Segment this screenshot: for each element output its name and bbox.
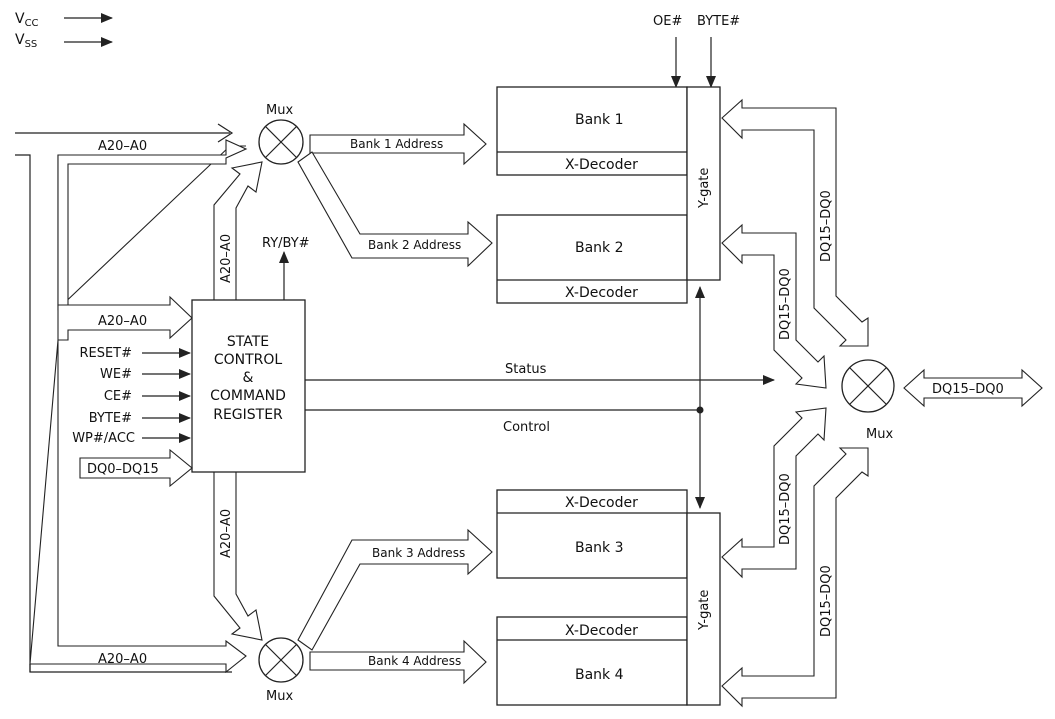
bank3-label: Bank 3	[575, 540, 624, 556]
addr-arrow-state-to-mux-top	[213, 161, 263, 301]
bank2-block	[496, 214, 688, 304]
bank2-address-label: Bank 2 Address	[368, 238, 461, 252]
bank3-xdecoder-label: X-Decoder	[565, 495, 638, 511]
databus-output-arrow	[903, 368, 1043, 408]
dq-input-label: DQ0–DQ15	[87, 462, 159, 477]
bank4-block	[496, 616, 688, 706]
addr-arrow-state-to-mux-bottom	[213, 471, 263, 641]
databus-bottom-outer	[721, 447, 869, 708]
ygate-top-block	[686, 86, 721, 281]
addr-arrow-state	[57, 295, 193, 341]
svg-text:VSS: VSS	[15, 32, 37, 50]
bank3-address-arrow	[297, 528, 493, 651]
mux-bottom-label: Mux	[266, 689, 293, 704]
status-label: Status	[505, 362, 547, 377]
bank2-xdecoder-label: X-Decoder	[565, 285, 638, 301]
pin-ce-label: CE#	[104, 389, 132, 404]
pin-wp-label: WP#/ACC	[72, 431, 135, 446]
address-label-top: A20–A0	[98, 139, 147, 154]
bank3-address-label: Bank 3 Address	[372, 546, 465, 560]
bank4-label: Bank 4	[575, 667, 624, 683]
oe-label: OE#	[653, 14, 682, 29]
databus-label-3: DQ15–DQ0	[778, 473, 793, 545]
mux-right-label: Mux	[866, 427, 893, 442]
ygate-top-label: Y-gate	[697, 168, 712, 209]
bank2-address-arrow	[297, 151, 493, 268]
addr-arrow-mux-top	[57, 139, 248, 306]
address-bus-left-line	[15, 154, 232, 673]
addr-arrow-mux-bottom	[29, 339, 247, 674]
pin-we-label: WE#	[100, 367, 132, 382]
bank3-block	[496, 489, 688, 579]
control-label: Control	[503, 420, 550, 435]
bank4-address-label: Bank 4 Address	[368, 654, 461, 668]
bank1-xdecoder-label: X-Decoder	[565, 157, 638, 173]
databus-top-outer	[721, 98, 869, 347]
address-label-bottom: A20–A0	[98, 652, 147, 667]
mux-bottom	[258, 637, 304, 683]
databus-label-1: DQ15–DQ0	[819, 190, 834, 262]
address-label-mid: A20–A0	[98, 314, 147, 329]
databus-bottom-inner	[721, 407, 827, 579]
byte-top-label: BYTE#	[697, 14, 740, 29]
vss-indicator: VSS	[15, 32, 113, 50]
databus-label-4: DQ15–DQ0	[819, 565, 834, 637]
address-vert-down-label: A20–A0	[219, 509, 234, 558]
state-control-block	[191, 299, 306, 473]
address-vert-up-label: A20–A0	[219, 234, 234, 283]
state-control-line2: CONTROL	[214, 352, 283, 368]
bank1-label: Bank 1	[575, 112, 624, 128]
bank4-address-arrow	[309, 639, 487, 685]
databus-top-inner	[721, 223, 827, 389]
pin-byte-label: BYTE#	[89, 411, 132, 426]
pin-reset-label: RESET#	[79, 346, 132, 361]
ygate-bottom-block	[686, 512, 721, 706]
rdy-label: RY/BY#	[262, 236, 310, 251]
state-control-line5: REGISTER	[213, 407, 283, 423]
databus-label-2: DQ15–DQ0	[778, 268, 793, 340]
bank1-address-arrow	[309, 122, 487, 166]
bank4-xdecoder-label: X-Decoder	[565, 623, 638, 639]
dq-input-arrow	[79, 448, 193, 488]
vcc-indicator: VCC	[15, 11, 113, 29]
state-control-line3: &	[243, 370, 254, 386]
state-control-line4: COMMAND	[210, 388, 286, 404]
state-control-line1: STATE	[227, 334, 269, 350]
ygate-bottom-label: Y-gate	[697, 590, 712, 631]
bank1-block	[496, 86, 688, 176]
mux-right	[841, 359, 895, 413]
mux-top-label: Mux	[266, 103, 293, 118]
mux-top	[258, 119, 304, 165]
databus-output-label: DQ15–DQ0	[932, 382, 1004, 397]
bank2-label: Bank 2	[575, 240, 624, 256]
bank1-address-label: Bank 1 Address	[350, 137, 443, 151]
svg-text:VCC: VCC	[15, 11, 39, 29]
